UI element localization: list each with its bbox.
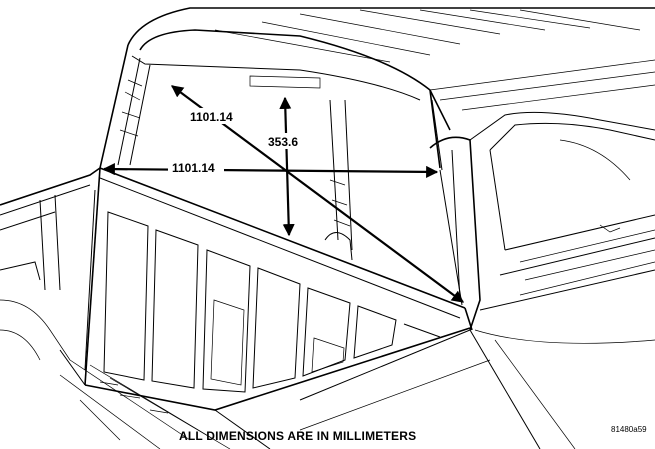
vertical-dimension-arrow (279, 96, 295, 237)
dimension-lines (102, 85, 464, 303)
diagonal-dimension-label: 1101.14 (190, 110, 233, 124)
truck-bed (0, 167, 491, 449)
figure-reference-number: 81480a59 (611, 425, 647, 434)
back-window-opening (99, 44, 481, 331)
horizontal-dimension-arrow (102, 163, 439, 178)
units-caption: ALL DIMENSIONS ARE IN MILLIMETERS (179, 429, 416, 443)
bed-front-wall (84, 167, 473, 411)
cab-door (469, 111, 655, 449)
horizontal-dimension-label: 1101.14 (172, 161, 215, 175)
vertical-dimension-label: 353.6 (268, 135, 298, 149)
dimension-labels: 1101.14 353.6 1101.14 (168, 108, 307, 175)
